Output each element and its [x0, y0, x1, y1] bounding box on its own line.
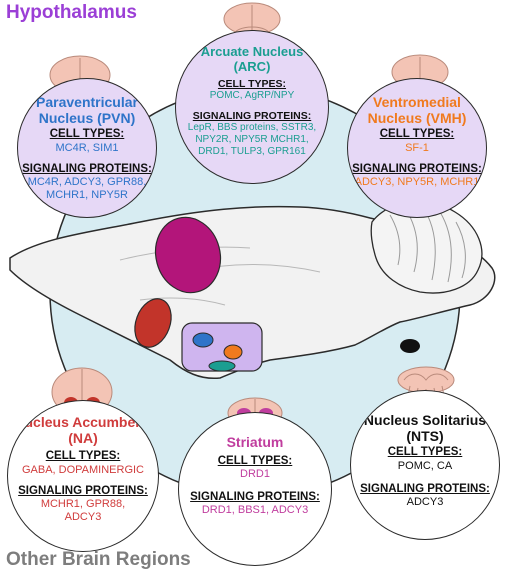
- na-cell-types: GABA, DOPAMINERGIC: [21, 463, 145, 476]
- vmh-signaling: ADCY3, NPY5R, MCHR1: [354, 175, 480, 188]
- pvn-nucleus: [192, 332, 214, 348]
- striatum-bubble: Striatum CELL TYPES: DRD1 SIGNALING PROT…: [178, 412, 332, 566]
- hypothalamus-title: Hypothalamus: [6, 2, 137, 23]
- pvn-signaling-label: SIGNALING PROTEINS:: [22, 162, 152, 175]
- na-signaling-label: SIGNALING PROTEINS:: [18, 484, 148, 497]
- vmh-signaling-label: SIGNALING PROTEINS:: [352, 162, 482, 175]
- pvn-signaling: MC4R, ADCY3, GPR88,MCHR1, NPY5R: [27, 175, 147, 201]
- arc-signaling: LepR, BBS proteins, SSTR3,NPY2R, NPY5R M…: [187, 122, 317, 157]
- nts-region: [400, 339, 420, 353]
- nts-signaling-label: SIGNALING PROTEINS:: [360, 482, 490, 495]
- vmh-cell-types: SF-1: [405, 141, 429, 154]
- na-bubble: Nucleus Accumbens(NA) CELL TYPES: GABA, …: [7, 400, 159, 552]
- na-signaling: MCHR1, GPR88,ADCY3: [40, 497, 126, 523]
- nts-cell-types: POMC, CA: [397, 459, 453, 472]
- striatum-cell-types: DRD1: [240, 467, 270, 480]
- nts-signaling: ADCY3: [406, 495, 444, 508]
- striatum-name: Striatum: [226, 434, 284, 450]
- nts-cell-types-label: CELL TYPES:: [387, 446, 463, 459]
- nts-bubble: Nucleus Solitarius(NTS) CELL TYPES: POMC…: [350, 390, 500, 540]
- vmh-nucleus: [223, 344, 243, 360]
- other-regions-title: Other Brain Regions: [6, 549, 191, 570]
- striatum-signaling: DRD1, BBS1, ADCY3: [201, 504, 309, 517]
- arc-signaling-label: SIGNALING PROTEINS:: [192, 109, 312, 122]
- accumbens-region: [134, 298, 172, 348]
- nts-name: Nucleus Solitarius(NTS): [363, 412, 487, 444]
- arc-cell-types-label: CELL TYPES:: [217, 78, 287, 91]
- arc-bubble: Arcuate Nucleus(ARC) CELL TYPES: POMC, A…: [175, 30, 329, 184]
- arc-cell-types: POMC, AgRP/NPY: [209, 90, 295, 102]
- striatum-region: [154, 216, 222, 294]
- pvn-cell-types: MC4R, SIM1: [55, 141, 119, 154]
- vmh-cell-types-label: CELL TYPES:: [379, 128, 455, 141]
- pvn-cell-types-label: CELL TYPES:: [49, 128, 125, 141]
- striatum-signaling-label: SIGNALING PROTEINS:: [190, 490, 320, 503]
- striatum-cell-types-label: CELL TYPES:: [217, 454, 293, 467]
- na-cell-types-label: CELL TYPES:: [45, 450, 121, 463]
- na-name: Nucleus Accumbens(NA): [14, 414, 152, 446]
- arc-name: Arcuate Nucleus(ARC): [200, 44, 304, 74]
- arc-nucleus: [208, 360, 236, 372]
- cerebellum-folds: [389, 205, 466, 283]
